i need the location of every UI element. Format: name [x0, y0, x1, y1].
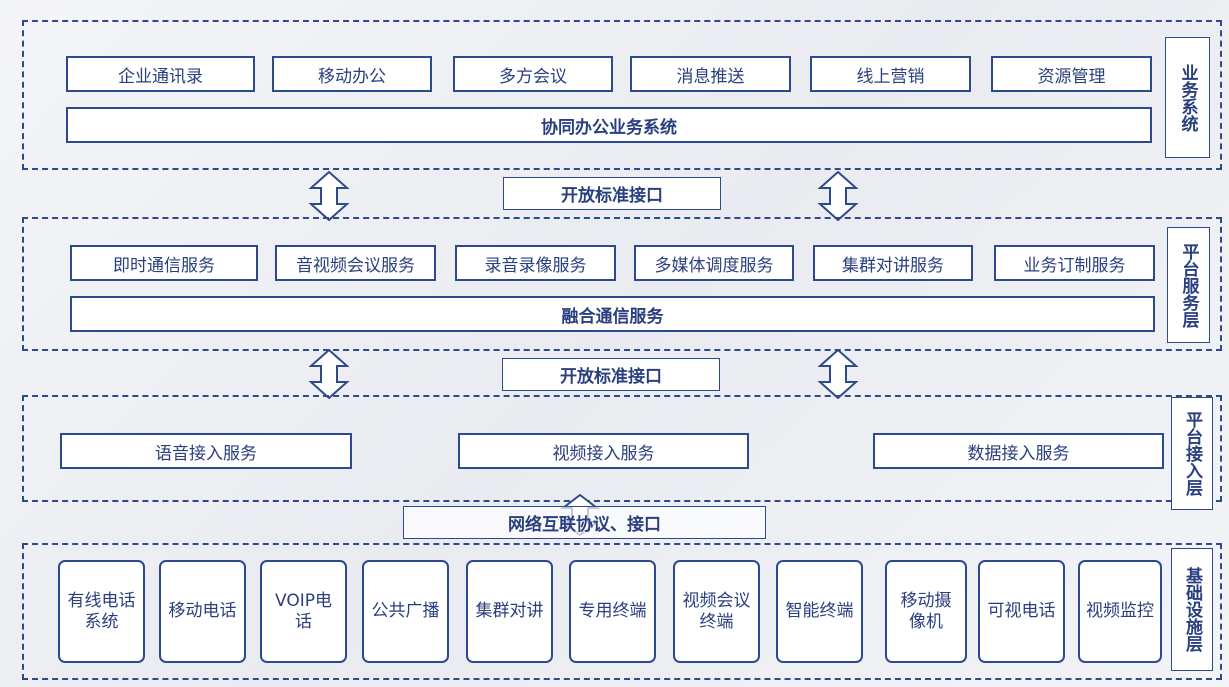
device-voip-phone: VOIP电话 — [260, 560, 347, 663]
service-module-recording: 录音录像服务 — [455, 245, 616, 281]
interface-open-standard-1: 开放标准接口 — [503, 177, 721, 210]
service-module-trunking: 集群对讲服务 — [813, 245, 973, 281]
infrastructure-layer-label: 基础设施层 — [1171, 548, 1213, 671]
double-arrow-icon — [817, 171, 859, 221]
device-video-surveillance: 视频监控 — [1078, 560, 1162, 663]
service-base-unified-comm: 融合通信服务 — [70, 296, 1155, 332]
business-base-system: 协同办公业务系统 — [66, 107, 1152, 143]
business-module-push: 消息推送 — [630, 56, 791, 92]
interface-open-standard-2: 开放标准接口 — [502, 358, 720, 391]
device-wired-phone-system: 有线电话系统 — [58, 560, 145, 663]
double-arrow-icon — [308, 349, 350, 399]
device-video-phone: 可视电话 — [978, 560, 1065, 663]
platform-service-layer — [22, 217, 1222, 351]
service-module-av-conference: 音视频会议服务 — [275, 245, 436, 281]
interface-network-protocol: 网络互联协议、接口 — [403, 506, 766, 539]
device-mobile-camera: 移动摄像机 — [885, 560, 967, 663]
service-module-im: 即时通信服务 — [70, 245, 258, 281]
double-arrow-icon — [308, 171, 350, 221]
business-module-contacts: 企业通讯录 — [66, 56, 255, 92]
business-module-conference: 多方会议 — [453, 56, 613, 92]
service-module-customization: 业务订制服务 — [994, 245, 1155, 281]
service-module-dispatch: 多媒体调度服务 — [634, 245, 794, 281]
business-module-resources: 资源管理 — [991, 56, 1152, 92]
platform-service-layer-label: 平台服务层 — [1167, 227, 1210, 343]
device-smart-terminal: 智能终端 — [776, 560, 863, 663]
access-module-voice: 语音接入服务 — [60, 433, 352, 469]
access-module-video: 视频接入服务 — [458, 433, 749, 469]
infrastructure-layer — [22, 543, 1222, 680]
device-mobile-phone: 移动电话 — [159, 560, 246, 663]
device-public-broadcast: 公共广播 — [362, 560, 449, 663]
business-module-marketing: 线上营销 — [810, 56, 971, 92]
device-dedicated-terminal: 专用终端 — [569, 560, 656, 663]
platform-access-layer-label: 平台接入层 — [1171, 397, 1213, 510]
business-layer — [22, 20, 1222, 170]
device-trunking-intercom: 集群对讲 — [466, 560, 553, 663]
access-module-data: 数据接入服务 — [873, 433, 1164, 469]
business-layer-label: 业务系统 — [1165, 37, 1210, 158]
platform-access-layer — [22, 395, 1222, 502]
double-arrow-icon — [817, 349, 859, 399]
device-video-conference-terminal: 视频会议终端 — [673, 560, 760, 663]
business-module-mobile-office: 移动办公 — [272, 56, 432, 92]
